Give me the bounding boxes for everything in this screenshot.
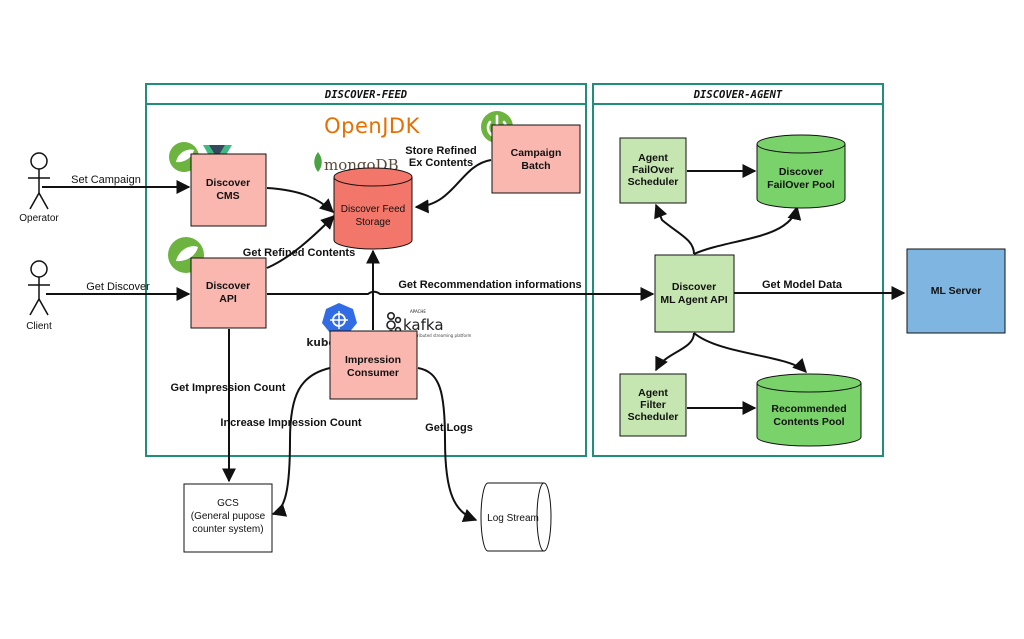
edge-cms-to-storage (266, 187, 335, 213)
gcs-label-1: GCS (217, 498, 239, 509)
mongodb-leaf-icon (314, 152, 322, 172)
campaign-batch-label-2: Batch (521, 160, 550, 172)
ml-server-node[interactable]: ML Server (906, 248, 1006, 334)
gcs-label-3: counter system) (192, 524, 263, 535)
label-get-discover: Get Discover (86, 281, 150, 293)
operator-label: Operator (19, 213, 59, 224)
kafka-wordmark: kafka (403, 316, 444, 334)
edge-ml-to-failover-pool (693, 205, 802, 255)
discover-agent-title: DISCOVER-AGENT (693, 89, 783, 101)
impression-consumer-node[interactable]: Impression Consumer (329, 330, 418, 400)
edge-batch-to-storage (414, 159, 492, 214)
log-stream-node[interactable]: Log Stream (480, 482, 552, 552)
edge-consumer-to-logstream (417, 367, 478, 523)
discover-cms-node[interactable]: Discover CMS (190, 153, 267, 227)
discover-agent-section: DISCOVER-AGENT (592, 83, 884, 457)
label-get-model-data: Get Model Data (762, 279, 843, 291)
gcs-label-2: (General pupose (191, 511, 266, 522)
label-get-logs: Get Logs (425, 422, 473, 434)
failover-scheduler-label-1: Agent (638, 152, 668, 164)
operator-actor (28, 152, 50, 210)
edge-consumer-to-gcs (271, 367, 331, 517)
failover-pool-label-2: FailOver Pool (767, 179, 835, 191)
discover-api-label-1: Discover (206, 280, 250, 292)
edges (42, 159, 906, 523)
discover-failover-pool-node[interactable]: Discover FailOver Pool (756, 134, 846, 209)
campaign-batch-label-1: Campaign (511, 147, 562, 159)
edge-get-recommendation (267, 287, 655, 301)
discover-feed-title: DISCOVER-FEED (324, 89, 407, 101)
label-get-recommendation: Get Recommendation informations (398, 279, 581, 291)
kafka-logo: APACHE kafka A distributed streaming pla… (386, 309, 472, 338)
filter-scheduler-label-3: Scheduler (628, 411, 679, 423)
impression-consumer-label-1: Impression (345, 354, 401, 366)
agent-filter-scheduler-node[interactable]: Agent Filter Scheduler (619, 373, 687, 437)
client-actor (28, 260, 50, 316)
filter-scheduler-label-1: Agent (638, 387, 668, 399)
campaign-batch-node[interactable]: Campaign Batch (491, 124, 581, 194)
label-set-campaign: Set Campaign (71, 174, 141, 186)
failover-pool-label-1: Discover (779, 166, 823, 178)
recommended-contents-pool-node[interactable]: Recommended Contents Pool (756, 373, 862, 447)
ml-agent-api-label-1: Discover (672, 281, 716, 293)
edge-ml-to-failover-scheduler (654, 203, 695, 255)
recommended-pool-label-2: Contents Pool (773, 416, 844, 428)
ml-agent-api-label-2: ML Agent API (660, 294, 727, 306)
discover-feed-storage-node[interactable]: Discover Feed Storage (333, 167, 413, 250)
edge-ml-to-recommended-pool (693, 332, 807, 374)
discover-cms-label-1: Discover (206, 177, 250, 189)
gcs-node[interactable]: GCS (General pupose counter system) (183, 483, 273, 553)
edge-ml-to-filter-scheduler (655, 332, 695, 372)
discover-api-label-2: API (219, 293, 237, 305)
discover-api-node[interactable]: Discover API (190, 257, 267, 329)
ml-server-label: ML Server (931, 285, 982, 297)
kafka-apache-text: APACHE (410, 309, 426, 314)
failover-scheduler-label-2: FailOver (632, 164, 674, 176)
discover-feed-section: DISCOVER-FEED (145, 83, 587, 457)
feed-storage-label-1: Discover Feed (341, 204, 405, 215)
label-get-impression-count: Get Impression Count (171, 382, 286, 394)
filter-scheduler-label-2: Filter (640, 399, 666, 411)
edge-api-to-storage (266, 215, 335, 269)
discover-cms-label-2: CMS (216, 190, 239, 202)
discover-ml-agent-api-node[interactable]: Discover ML Agent API (654, 254, 735, 333)
client-label: Client (26, 321, 52, 332)
agent-failover-scheduler-node[interactable]: Agent FailOver Scheduler (619, 137, 687, 204)
log-stream-label: Log Stream (487, 513, 539, 524)
label-get-refined-contents: Get Refined Contents (243, 247, 355, 259)
openjdk-logo: OpenJDK (324, 114, 420, 138)
kafka-subtitle: A distributed streaming platform (406, 333, 472, 338)
label-store-refined-2: Ex Contents (409, 157, 473, 169)
recommended-pool-label-1: Recommended (771, 403, 846, 415)
label-increase-impression-count: Increase Impression Count (220, 417, 362, 429)
failover-scheduler-label-3: Scheduler (628, 176, 679, 188)
impression-consumer-label-2: Consumer (347, 367, 399, 379)
feed-storage-label-2: Storage (355, 217, 390, 228)
label-store-refined-1: Store Refined (405, 145, 477, 157)
